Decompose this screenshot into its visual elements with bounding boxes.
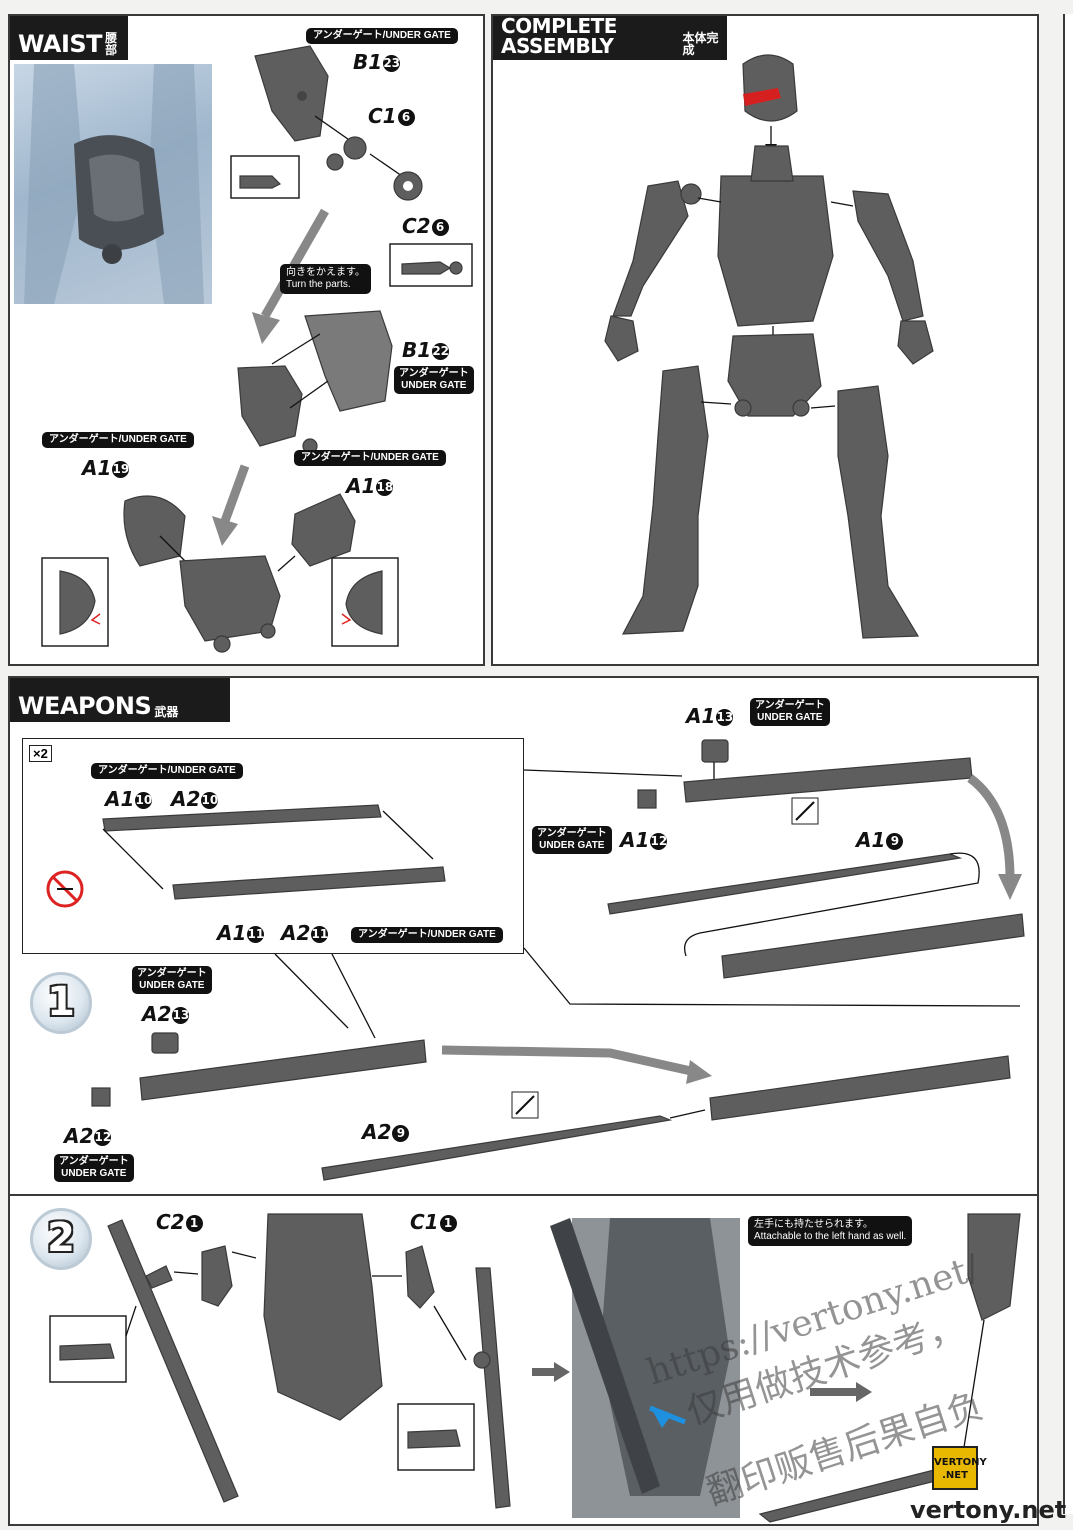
sheath-step1: [139, 1039, 427, 1101]
under-gate-box-b1-22: アンダーゲート UNDER GATE: [394, 366, 474, 394]
weapons-title-jp: 武器: [154, 705, 179, 719]
vertony-logo: VERTONY .NET: [932, 1446, 987, 1490]
part-code-a1-10: A110: [105, 787, 153, 811]
step-2-badge: 2: [30, 1208, 92, 1270]
weapons-title: WEAPONS: [18, 692, 152, 720]
blade-a1-9: [607, 853, 963, 915]
waist-diagram: [41, 45, 473, 653]
inset-diagram: [46, 804, 446, 908]
waist-part-a1-19: [123, 495, 186, 567]
left-hand: [967, 1213, 1021, 1321]
complete-title-jp: 本体完成: [682, 31, 719, 57]
part-code-a2-13: A213: [142, 1002, 190, 1026]
part-code-a1-18: A118: [346, 474, 394, 498]
part-code-a2-11: A211: [281, 921, 329, 945]
weapons-panel: WEAPONS 武器 ×2 アンダーゲート/UNDER GATE A110 A2…: [8, 676, 1039, 1196]
under-gate-box-a1-12: アンダーゲート UNDER GATE: [532, 826, 612, 854]
part-code-a1-19: A119: [82, 456, 130, 480]
under-gate-en: UNDER GATE: [139, 980, 205, 991]
figure-waist: [727, 333, 822, 417]
figure-right-leg: [837, 385, 920, 639]
sword-2: [475, 1267, 511, 1509]
left-hand-note-jp: 左手にも持たせられます。: [754, 1219, 873, 1230]
figure-left-arm: [612, 180, 689, 317]
part-c1-1: [405, 1245, 435, 1309]
under-gate-jp: アンダーゲート: [755, 700, 825, 711]
left-hand-note-en: Attachable to the left hand as well.: [754, 1231, 907, 1242]
under-gate-en: UNDER GATE: [757, 712, 823, 723]
multiplier-label: ×2: [29, 745, 52, 762]
sheath-combined: [721, 913, 1025, 979]
under-gate-box-a2-12: アンダーゲート UNDER GATE: [54, 1154, 134, 1182]
logo-line-1: VERTONY: [934, 1457, 987, 1468]
figure-left-leg: [621, 365, 709, 635]
next-page-edge: [1063, 14, 1073, 1514]
body-waist: [263, 1213, 383, 1421]
under-gate-label-a1-19: アンダーゲート/UNDER GATE: [42, 432, 194, 448]
turn-note-en: Turn the parts.: [286, 279, 351, 290]
under-gate-jp: アンダーゲート: [59, 1156, 129, 1167]
waist-part-a1-18: [291, 493, 356, 567]
complete-assembly-figure: [604, 54, 934, 639]
under-gate-label-a1-11: アンダーゲート/UNDER GATE: [351, 927, 503, 943]
part-code-a1-11: A111: [217, 921, 265, 945]
under-gate-jp: アンダーゲート: [399, 368, 469, 379]
sheath-top: [683, 757, 973, 803]
under-gate-label-a1-18: アンダーゲート/UNDER GATE: [294, 450, 446, 466]
sword-1: [107, 1219, 239, 1503]
figure-right-arm: [852, 190, 924, 322]
complete-title: COMPLETE ASSEMBLY: [501, 14, 617, 58]
under-gate-jp: アンダーゲート: [537, 828, 607, 839]
under-gate-label: アンダーゲート/UNDER GATE: [306, 28, 458, 44]
blade-a2-9: [321, 1115, 673, 1181]
weapons-detail-inset: ×2 アンダーゲート/UNDER GATE A110 A210 A111 A21…: [22, 738, 524, 954]
part-code-a2-10: A210: [171, 787, 219, 811]
waist-title: WAIST: [18, 30, 103, 58]
under-gate-en: UNDER GATE: [401, 380, 467, 391]
left-hand-note: 左手にも持たせられます。 Attachable to the left hand…: [748, 1216, 913, 1246]
waist-title-bar: WAIST 腰部: [10, 16, 128, 60]
waist-part-c1-6: [343, 136, 367, 160]
figure-head: [742, 54, 798, 122]
complete-title-bar: COMPLETE ASSEMBLY 本体完成: [493, 16, 727, 60]
part-code-b1-23: B123: [353, 50, 401, 74]
step-1-badge: 1: [30, 972, 92, 1034]
waist-reference-photo: [14, 64, 212, 304]
under-gate-label-a1-10: アンダーゲート/UNDER GATE: [91, 763, 243, 779]
part-code-a1-13: A113: [686, 704, 734, 728]
waist-part-b1-22: [304, 310, 393, 412]
under-gate-en: UNDER GATE: [539, 840, 605, 851]
waist-photo-figure: [24, 64, 204, 304]
under-gate-box-a1-13: アンダーゲート UNDER GATE: [750, 698, 830, 726]
part-code-a2-12: A212: [64, 1124, 112, 1148]
figure-torso: [717, 175, 834, 327]
under-gate-en: UNDER GATE: [61, 1168, 127, 1179]
waist-part-b1-23: [254, 45, 329, 142]
waist-title-jp: 腰部: [105, 31, 118, 57]
sheath-step1-result: [709, 1055, 1011, 1121]
complete-assembly-panel: COMPLETE ASSEMBLY 本体完成: [491, 14, 1039, 666]
step2-diagram: [49, 1213, 1021, 1523]
logo-line-2: .NET: [942, 1470, 968, 1481]
under-gate-box-a2-13: アンダーゲート UNDER GATE: [132, 966, 212, 994]
part-code-a1-12: A112: [620, 828, 668, 852]
turn-parts-note: 向きをかえます。 Turn the parts.: [280, 264, 371, 294]
weapons-title-bar: WEAPONS 武器: [10, 678, 230, 722]
part-code-b1-22: B122: [402, 338, 450, 362]
under-gate-jp: アンダーゲート: [137, 968, 207, 979]
part-c2-1: [201, 1245, 233, 1307]
footer-site: vertony.net: [910, 1496, 1067, 1524]
turn-note-jp: 向きをかえます。: [286, 267, 365, 278]
weapons-diagram: [91, 739, 1025, 1181]
